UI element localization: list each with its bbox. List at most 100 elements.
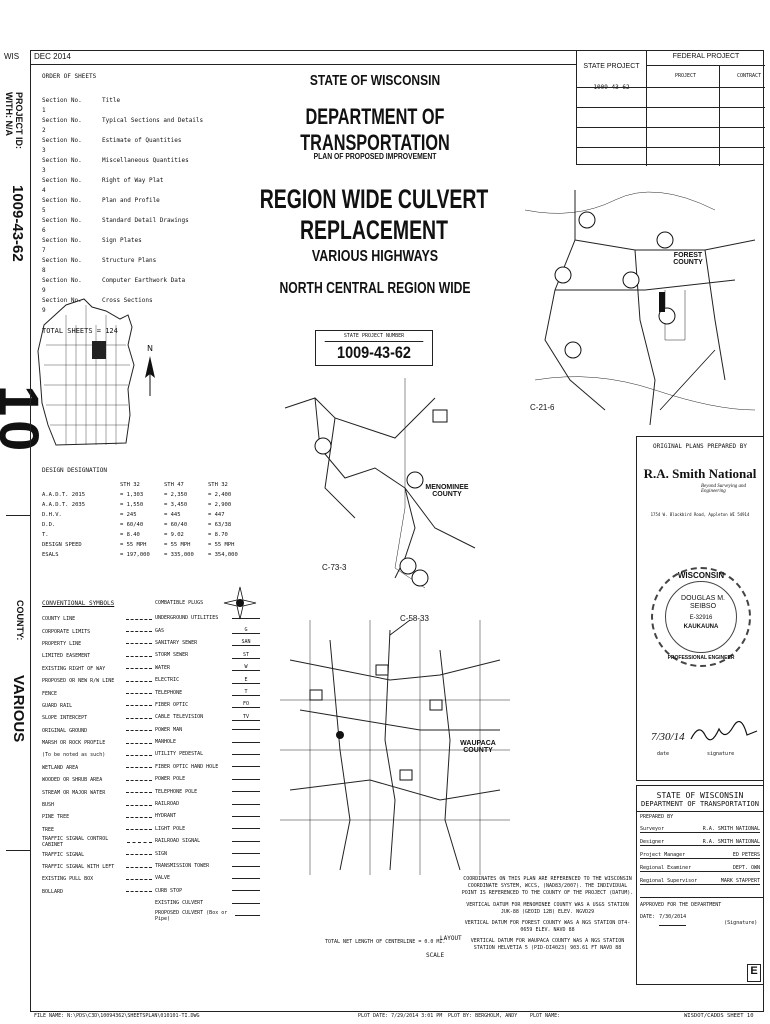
symbol-label: PROPERTY LINE [42,640,82,647]
symbol-label: EXISTING CULVERT [155,900,204,907]
symbol-label: MARSH OR ROCK PROFILE [42,740,106,747]
note-menominee-datum: VERTICAL DATUM FOR MENOMINEE COUNTY WAS … [466,902,629,915]
symbol-label: BOLLARD [42,888,64,895]
federal-project-col: PROJECT [675,73,697,79]
c58-33-label: C-58-33 [400,614,429,623]
symbol-code [232,617,260,619]
header-date-underline [31,64,576,65]
dd-cell: = 447 [208,512,225,518]
section-number: Section No. 9 [42,297,82,314]
section-name: Typical Sections and Details [102,117,204,124]
state-box-line1: STATE OF WISCONSIN [656,791,744,800]
symbol-label: GUARD RAIL [42,702,73,709]
symbol-code [232,828,260,830]
dd-row-label: A.A.D.T. 2015 [42,492,86,498]
section-number: Section No. 6 [42,217,82,234]
symbol-row: FIBER OPTIC HAND HOLE [155,761,260,773]
dd-cell: = 55 MPH [120,542,147,548]
state-row-label: Designer [640,839,665,845]
note-forest-datum: VERTICAL DATUM FOR FOREST COUNTY WAS A N… [464,920,631,933]
approved-label: APPROVED FOR THE DEPARTMENT [640,897,763,908]
dd-row: D.H.V.= 245= 445= 447 [42,510,252,520]
symbol-row: TRAFFIC SIGNAL WITH LEFT [42,861,152,873]
symbol-label: ELECTRIC [155,677,180,684]
symbol-row: PROPERTY LINE [42,638,152,650]
dd-row: ESALS= 197,000= 335,000= 354,000 [42,550,252,560]
date-caption: date [657,751,670,757]
symbol-code [232,877,260,879]
footer-sheet: WISDOT/CADDS SHEET 10 [684,1013,754,1019]
plan-of-title: PLAN OF PROPOSED IMPROVEMENT [313,152,437,161]
dd-cell: = 63/38 [208,522,232,528]
symbol-row: LIGHT POLE [155,823,260,835]
symbol-code [232,890,260,892]
section-name: Sign Plates [102,237,142,244]
symbol-code [232,729,260,731]
symbol-label: BUSH [42,802,55,809]
state-project-number-box: STATE PROJECT NUMBER 1009-43-62 [315,330,433,366]
firm-address: 1754 W. Blackbird Road, Appleton WI 5491… [650,512,750,517]
symbol-code [232,791,260,793]
symbol-row: POWER MAN [155,724,260,736]
dd-cell: = 55 MPH [164,542,191,548]
highways-title: VARIOUS HIGHWAYS [311,248,439,265]
symbol-row: GUARD RAIL [42,700,152,712]
dd-cell: = 1,303 [120,492,144,498]
symbol-code [232,815,260,817]
symbol-line [126,693,152,695]
symbol-row: STREAM OR MAJOR WATER [42,786,152,798]
symbol-code [232,741,260,743]
symbol-row: CORPORATE LIMITS [42,625,152,637]
state-box-prepared-by: PREPARED BY [640,814,674,820]
approved-date-row: DATE: 7/30/2014 (Signature) [640,914,763,926]
state-project-number: 1009-43-62 [324,341,424,363]
symbol-label: CORPORATE LIMITS [42,628,91,635]
section-name: Structure Plans [102,257,157,264]
symbol-row: MARSH OR ROCK PROFILE [42,737,152,749]
box-row-1 [577,87,765,88]
symbol-row: RAILROAD [155,798,260,810]
section-number: Section No. 1 [42,97,82,114]
dd-cell: = 354,000 [208,552,238,558]
symbol-row: (To be noted as such) [42,749,152,761]
symbol-label: SANITARY SEWER [155,639,198,646]
seal-bottom: PROFESSIONAL ENGINEER [667,655,735,661]
symbol-line [126,878,152,880]
footer-plot-name: PLOT NAME: [530,1013,561,1019]
symbol-label: WOODED OR SHRUB AREA [42,777,103,784]
symbol-code [232,766,260,768]
symbol-row: WOODED OR SHRUB AREA [42,774,152,786]
state-row-label: Project Manager [640,852,686,858]
federal-project-header: FEDERAL PROJECT [672,53,740,60]
symbol-label: STREAM OR MAJOR WATER [42,789,106,796]
state-project-header: STATE PROJECT [583,63,640,70]
symbol-line [126,816,152,818]
symbol-label: TREE [42,826,55,833]
symbol-code: E [232,677,260,684]
dd-cell: = 3,450 [164,502,188,508]
dd-column-header: STH 32 [208,482,228,488]
symbol-line [126,854,152,856]
symbol-code: W [232,664,260,672]
seal-name: DOUGLAS M. SEIBSO [681,595,725,610]
symbol-label: SIGN [155,850,168,857]
dd-cell: = 1,550 [120,502,144,508]
symbol-label: SLOPE INTERCEPT [42,715,88,722]
note-coordinates: COORDINATES ON THIS PLAN ARE REFERENCED … [461,876,634,896]
section-number: Section No. 5 [42,197,82,214]
signature-caption: signature [707,751,735,757]
